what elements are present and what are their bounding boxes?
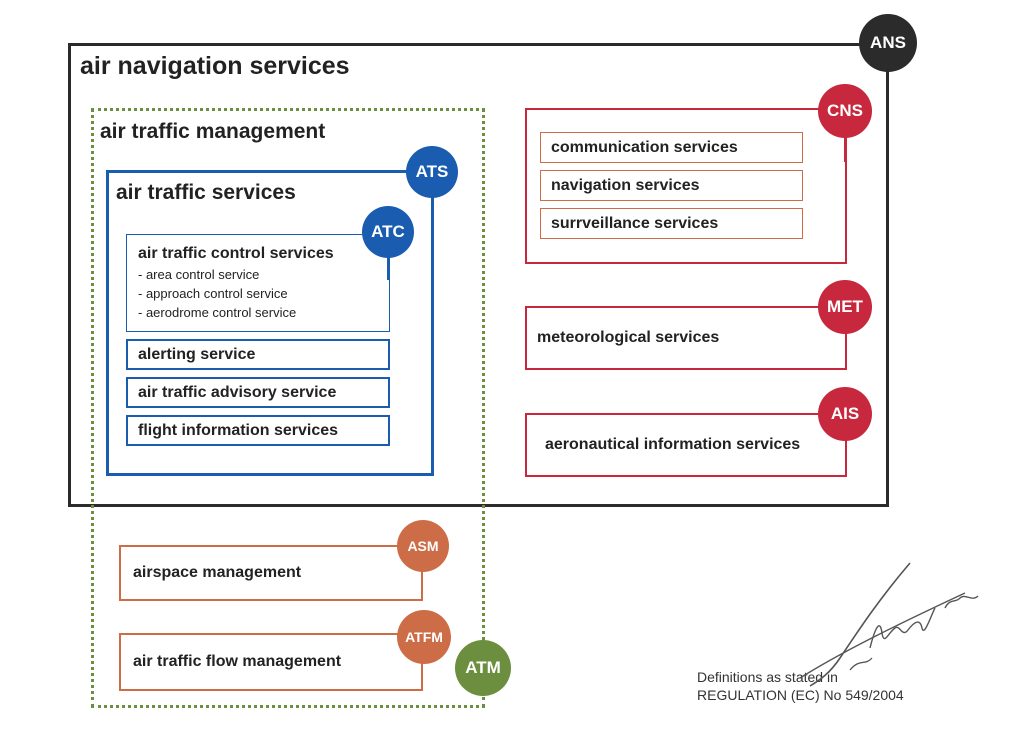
- ats-box: [106, 170, 434, 476]
- ais-label: aeronautical information services: [545, 436, 801, 453]
- atfm-label: air traffic flow management: [133, 653, 342, 670]
- footnote: Definitions as stated in REGULATION (EC)…: [697, 668, 904, 704]
- atm-box: [91, 108, 485, 708]
- ats-title: air traffic services: [116, 181, 296, 204]
- asm-box: airspace management: [119, 545, 423, 601]
- ats-badge: ATS: [406, 146, 458, 198]
- atm-title: air traffic management: [100, 120, 326, 143]
- ais-badge: AIS: [818, 387, 872, 441]
- surveillance-services: surrveillance services: [540, 208, 803, 239]
- cns-box: [525, 108, 847, 264]
- ais-box: aeronautical information services: [525, 413, 847, 477]
- ats-connector: [431, 195, 433, 215]
- alerting-service: alerting service: [126, 339, 390, 370]
- cns-connector: [844, 132, 846, 162]
- atc-sub-area: - area control service: [138, 267, 260, 282]
- atc-sub-aerodrome: - aerodrome control service: [138, 305, 297, 320]
- atfm-box: air traffic flow management: [119, 633, 423, 691]
- atc-badge: ATC: [362, 206, 414, 258]
- atc-sub-approach: - approach control service: [138, 286, 288, 301]
- flight-information-services: flight information services: [126, 415, 390, 446]
- atm-badge: ATM: [455, 640, 511, 696]
- navigation-services: navigation services: [540, 170, 803, 201]
- footnote-line1: Definitions as stated in: [697, 669, 838, 685]
- footnote-line2: REGULATION (EC) No 549/2004: [697, 687, 904, 703]
- communication-services: communication services: [540, 132, 803, 163]
- ans-badge: ANS: [859, 14, 917, 72]
- signature: [799, 562, 979, 687]
- atc-connector: [387, 250, 389, 280]
- met-badge: MET: [818, 280, 872, 334]
- ans-title: air navigation services: [80, 52, 350, 80]
- atc-title: air traffic control services: [138, 245, 334, 262]
- cns-badge: CNS: [818, 84, 872, 138]
- asm-badge: ASM: [397, 520, 449, 572]
- atfm-badge: ATFM: [397, 610, 451, 664]
- air-traffic-advisory-service: air traffic advisory service: [126, 377, 390, 408]
- met-label: meteorological services: [537, 329, 720, 346]
- asm-label: airspace management: [133, 564, 302, 581]
- ans-box: [68, 43, 889, 507]
- atc-box: air traffic control services - area cont…: [126, 234, 390, 332]
- met-box: meteorological services: [525, 306, 847, 370]
